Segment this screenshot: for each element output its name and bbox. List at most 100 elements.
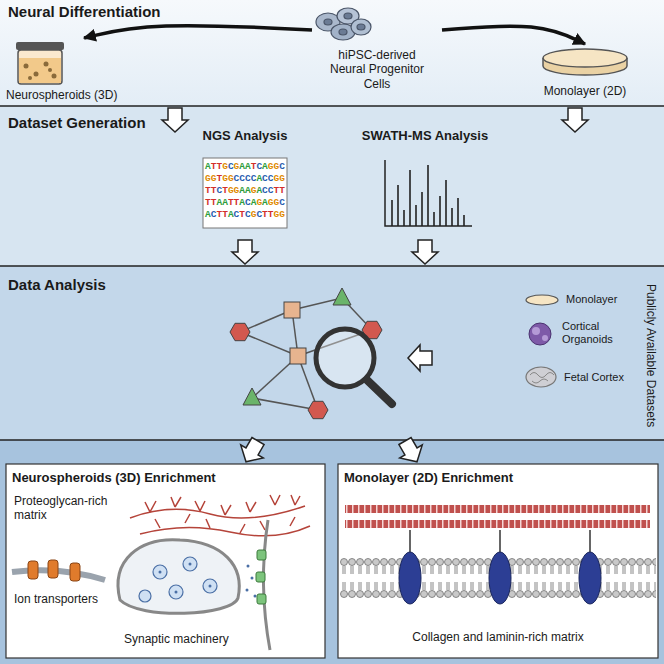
dataset-group: Publicly Available Datasets MonolayerCort… xyxy=(520,280,664,436)
collagen-fiber xyxy=(345,505,650,513)
synapse xyxy=(159,563,257,598)
sequence-letter: A xyxy=(245,185,251,196)
sequence-letter: T xyxy=(205,197,211,208)
bioreactor-icon xyxy=(52,74,57,79)
bioreactor-icon xyxy=(48,68,52,72)
synapse xyxy=(246,589,249,592)
sequence-letter: A xyxy=(262,197,268,208)
sequence-letter: G xyxy=(279,173,285,184)
section-divider xyxy=(0,265,664,267)
culture-format: Neurospheroids (3D) xyxy=(6,38,132,104)
sequence-letter: C xyxy=(228,161,234,172)
sequence-letter: A xyxy=(239,197,245,208)
sequence-line: TTAATTACAGAGGC xyxy=(203,198,287,208)
network-graph xyxy=(230,288,382,419)
proteoglycan-matrix xyxy=(130,495,310,536)
bioreactor-icon xyxy=(16,42,64,84)
sequence-letter: T xyxy=(216,209,222,220)
hollow-arrow xyxy=(235,435,270,469)
collagen-fiber xyxy=(345,520,650,528)
integrin-receptor xyxy=(399,552,601,604)
sequence-letter: T xyxy=(211,161,217,172)
stem-cell-icon xyxy=(344,13,352,19)
label-text: Collagen and laminin-rich matrix xyxy=(338,630,658,644)
sequence-box xyxy=(203,158,287,228)
heading-text: Data Analysis xyxy=(8,276,106,294)
label-text: Proteoglycan-rich matrix xyxy=(14,494,126,523)
stem-cell-icon xyxy=(339,29,347,35)
network-graph xyxy=(243,388,261,405)
synapse xyxy=(209,585,212,588)
integrin-receptor xyxy=(589,530,591,553)
bioreactor-icon xyxy=(18,50,62,84)
synapse xyxy=(256,550,266,604)
section-band: Data Analysis Publicly Available Datasets… xyxy=(0,266,664,440)
sequence-letter: G xyxy=(222,161,228,172)
synapse xyxy=(159,571,162,574)
culture-dish-icon xyxy=(543,49,627,67)
sequence-letter: C xyxy=(268,173,274,184)
sequence-letter: T xyxy=(205,185,211,196)
sequence-letter: C xyxy=(245,197,251,208)
result-box: Monolayer (2D) EnrichmentCollagen and la… xyxy=(338,464,658,658)
network-graph xyxy=(252,398,318,410)
sequence-letter: T xyxy=(262,209,268,220)
sequence-letter: T xyxy=(234,197,240,208)
section-band xyxy=(0,440,664,664)
cell-source: hiPSC-derived Neural Progenitor Cells xyxy=(312,8,442,98)
label-text: Cortical Organoids xyxy=(562,320,636,346)
sequence-letter: T xyxy=(222,185,228,196)
integrin-receptor xyxy=(399,530,601,604)
synapse xyxy=(139,590,151,602)
mass-spectrum xyxy=(385,160,472,226)
synapse xyxy=(203,579,217,593)
label-text: Publicly Available Datasets xyxy=(644,284,658,427)
hollow-arrow xyxy=(394,435,429,469)
sequence-letter: C xyxy=(216,185,222,196)
bioreactor-icon xyxy=(24,64,29,69)
network-graph xyxy=(333,288,351,305)
analysis-method: NGS AnalysisATTGCGAATCAGGCGGTGGCCCCACCGG… xyxy=(195,128,295,230)
synapse xyxy=(153,565,167,579)
sequence-line: GGTGGCCCCACCGG xyxy=(203,174,287,184)
network-graph xyxy=(230,288,382,419)
sequence-letter: C xyxy=(256,161,262,172)
heading-text: Dataset Generation xyxy=(8,114,146,132)
result-panel xyxy=(6,464,325,658)
mass-spectrum xyxy=(385,160,472,226)
sequence-letter: G xyxy=(234,185,240,196)
label-text: Monolayer xyxy=(566,293,617,306)
dataset-icon xyxy=(530,373,554,384)
sequence-letter: C xyxy=(268,185,274,196)
dataset-icon xyxy=(526,367,556,387)
sequence-letter: G xyxy=(251,209,257,220)
sequence-letter: G xyxy=(274,209,280,220)
synapse xyxy=(139,557,217,602)
network-graph xyxy=(308,401,328,418)
hollow-arrow xyxy=(562,108,588,132)
ion-transporter xyxy=(28,561,38,579)
proteoglycan-matrix xyxy=(155,514,295,533)
ion-transporter xyxy=(70,563,80,581)
hollow-arrow xyxy=(162,108,588,468)
sequence-letter: A xyxy=(256,173,262,184)
heading-text: NGS Analysis xyxy=(195,128,295,144)
hollow-arrow xyxy=(162,108,188,132)
sequence-letter: A xyxy=(205,209,211,220)
heading-text: Neurospheroids (3D) Enrichment xyxy=(12,470,216,486)
dataset-icon xyxy=(532,327,540,335)
synapse xyxy=(257,594,266,604)
integrin-receptor xyxy=(409,530,411,553)
sequence-letter: G xyxy=(279,209,285,220)
sequence-letter: G xyxy=(268,161,274,172)
result-box: Neurospheroids (3D) EnrichmentProteoglyc… xyxy=(6,464,325,658)
synapse xyxy=(189,563,192,566)
label-text: Ion transporters xyxy=(14,592,98,606)
sequence-line: TTCTGGAAGACCTT xyxy=(203,186,287,196)
sequence-letter: A xyxy=(262,161,268,172)
bioreactor-icon xyxy=(34,72,39,77)
sequence-letter: T xyxy=(251,161,257,172)
sequence-letter: C xyxy=(251,173,257,184)
section-band: Dataset GenerationNGS AnalysisATTGCGAATC… xyxy=(0,106,664,266)
